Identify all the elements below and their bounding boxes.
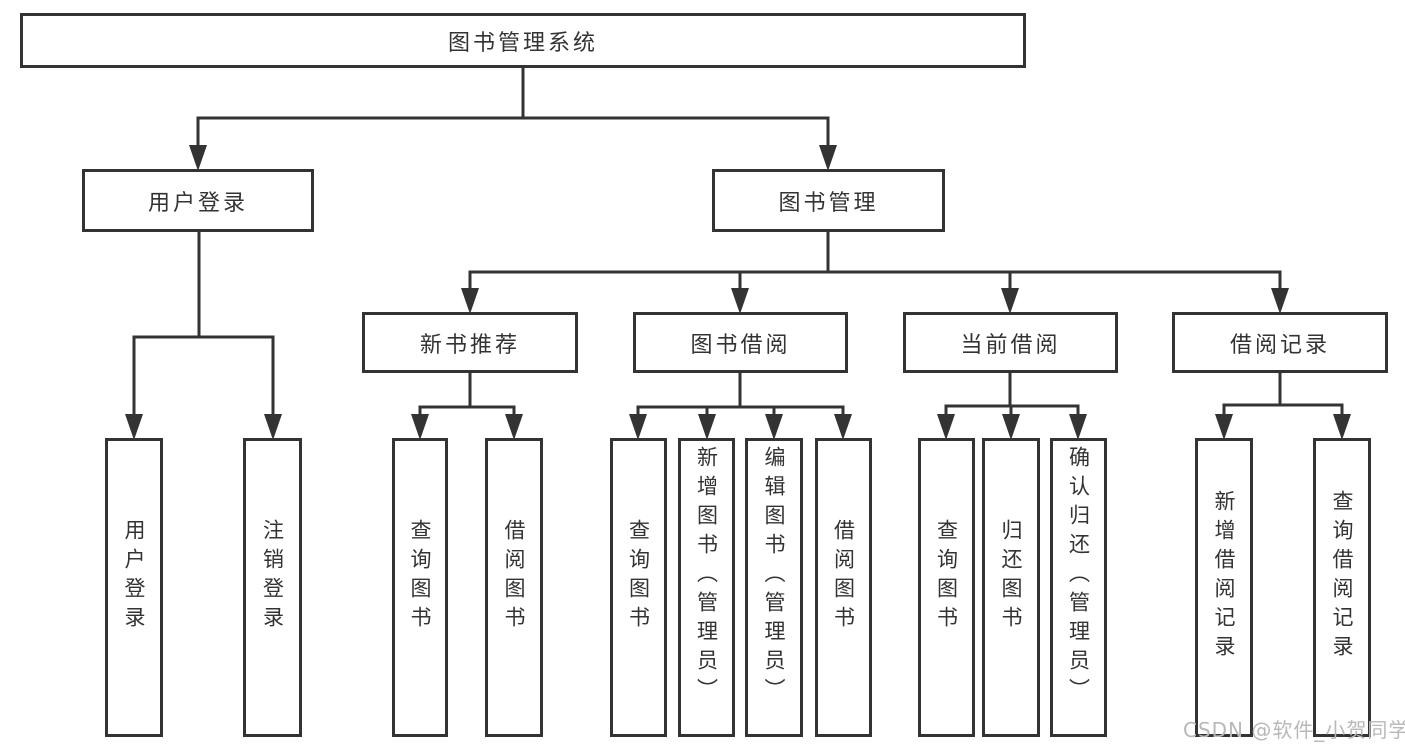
arrowhead-down-icon bbox=[189, 145, 207, 171]
leaf-newbook-query-book: 查询图书 bbox=[392, 438, 448, 737]
leaf-label: 编辑图书（管理员） bbox=[762, 446, 786, 707]
leaf-borrow-borrow-book: 借阅图书 bbox=[815, 438, 872, 737]
arrowhead-down-icon bbox=[411, 414, 429, 440]
node-user-login: 用户登录 bbox=[82, 169, 314, 232]
leaf-borrow-add-book-admin: 新增图书（管理员） bbox=[678, 438, 735, 737]
node-root-system: 图书管理系统 bbox=[20, 13, 1026, 68]
arrowhead-down-icon bbox=[629, 414, 647, 440]
leaf-label: 归还图书 bbox=[999, 518, 1023, 635]
arrowhead-down-icon bbox=[834, 414, 852, 440]
leaf-label: 查询图书 bbox=[408, 518, 432, 635]
leaf-label: 查询图书 bbox=[626, 518, 651, 635]
leaf-current-query-book: 查询图书 bbox=[918, 438, 975, 737]
node-book-borrow: 图书借阅 bbox=[633, 312, 848, 373]
node-borrow-records: 借阅记录 bbox=[1172, 312, 1388, 373]
arrowhead-down-icon bbox=[1002, 414, 1020, 440]
arrowhead-down-icon bbox=[264, 414, 282, 440]
leaf-newbook-borrow-book: 借阅图书 bbox=[485, 438, 543, 737]
connector-arrowheads bbox=[125, 145, 1351, 440]
arrowhead-down-icon bbox=[505, 414, 523, 440]
leaf-label: 新增图书（管理员） bbox=[694, 446, 719, 707]
leaf-borrow-query-book: 查询图书 bbox=[610, 438, 667, 737]
arrowhead-down-icon bbox=[819, 145, 837, 171]
arrowhead-down-icon bbox=[731, 288, 749, 314]
arrowhead-down-icon bbox=[1069, 414, 1087, 440]
leaf-label: 确认归还（管理员） bbox=[1066, 446, 1091, 707]
leaf-records-add-record: 新增借阅记录 bbox=[1195, 438, 1253, 737]
arrowhead-down-icon bbox=[1001, 288, 1019, 314]
leaf-label: 查询图书 bbox=[934, 518, 959, 635]
arrowhead-down-icon bbox=[125, 414, 143, 440]
leaf-user-login: 用户登录 bbox=[105, 438, 163, 737]
arrowhead-down-icon bbox=[1333, 414, 1351, 440]
leaf-borrow-edit-book-admin: 编辑图书（管理员） bbox=[745, 438, 803, 737]
leaf-logout: 注销登录 bbox=[243, 438, 302, 737]
arrowhead-down-icon bbox=[1271, 288, 1289, 314]
leaf-label: 查询借阅记录 bbox=[1330, 489, 1354, 664]
leaf-label: 借阅图书 bbox=[831, 518, 856, 635]
arrowhead-down-icon bbox=[698, 414, 716, 440]
arrowhead-down-icon bbox=[937, 414, 955, 440]
arrowhead-down-icon bbox=[1215, 414, 1233, 440]
arrowhead-down-icon bbox=[765, 414, 783, 440]
leaf-label: 新增借阅记录 bbox=[1212, 489, 1236, 664]
leaf-label: 借阅图书 bbox=[502, 518, 526, 635]
watermark: CSDN @软件_小贺同学 bbox=[1183, 718, 1405, 742]
leaf-current-confirm-return-admin: 确认归还（管理员） bbox=[1050, 438, 1107, 737]
node-current-borrow: 当前借阅 bbox=[903, 312, 1118, 373]
node-new-book-recommend: 新书推荐 bbox=[362, 312, 578, 373]
node-book-management: 图书管理 bbox=[712, 169, 945, 232]
leaf-label: 注销登录 bbox=[260, 518, 285, 635]
arrowhead-down-icon bbox=[461, 288, 479, 314]
leaf-current-return-book: 归还图书 bbox=[982, 438, 1040, 737]
leaf-label: 用户登录 bbox=[122, 518, 146, 635]
leaf-records-query-record: 查询借阅记录 bbox=[1313, 438, 1371, 737]
